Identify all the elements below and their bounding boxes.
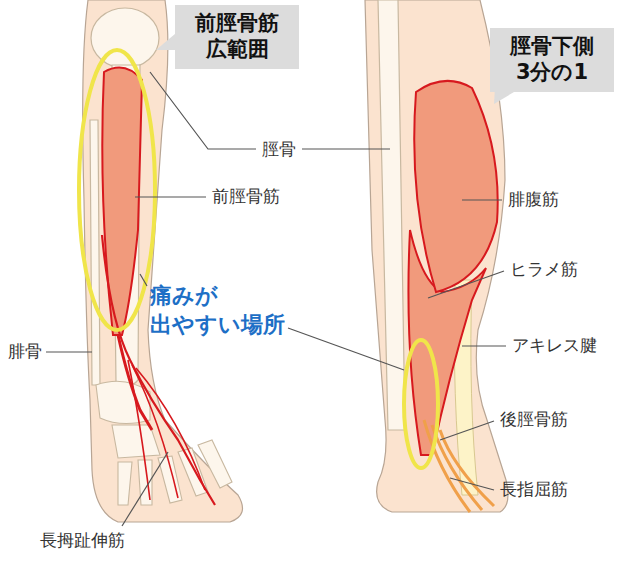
extensor-hallucis-muscle <box>102 235 215 505</box>
muscle-label: 長指屈筋 <box>500 479 568 499</box>
pain-note: 痛みが 出やすい場所 <box>150 282 285 339</box>
pain-area-ring <box>404 340 438 468</box>
leg-front-skin <box>83 0 243 522</box>
tendon-label: アキレス腱 <box>512 335 597 355</box>
pain-area-ring <box>79 50 155 330</box>
fibula-bone <box>90 120 100 385</box>
muscle-label: 腓腹筋 <box>508 189 559 209</box>
muscle-label: 長拇趾伸筋 <box>40 530 125 550</box>
callout-box: 前脛骨筋 広範囲 <box>175 5 299 69</box>
bone-label: 腓骨 <box>8 341 42 361</box>
leg-side-skin <box>365 0 508 512</box>
gastrocnemius-muscle <box>414 81 497 292</box>
bone-label: 脛骨 <box>262 139 296 159</box>
callout-text: 脛骨下側 3分の1 <box>510 34 594 85</box>
muscle-label: ヒラメ筋 <box>510 259 578 279</box>
muscle-label: 前脛骨筋 <box>212 186 280 206</box>
muscle-label: 後脛骨筋 <box>500 409 568 429</box>
callout-box: 脛骨下側 3分の1 <box>490 28 614 92</box>
tibialis-anterior-muscle <box>102 68 142 336</box>
leader-lines <box>46 72 506 526</box>
extensor-tendons <box>128 360 205 500</box>
callout-text: 前脛骨筋 広範囲 <box>195 11 279 62</box>
